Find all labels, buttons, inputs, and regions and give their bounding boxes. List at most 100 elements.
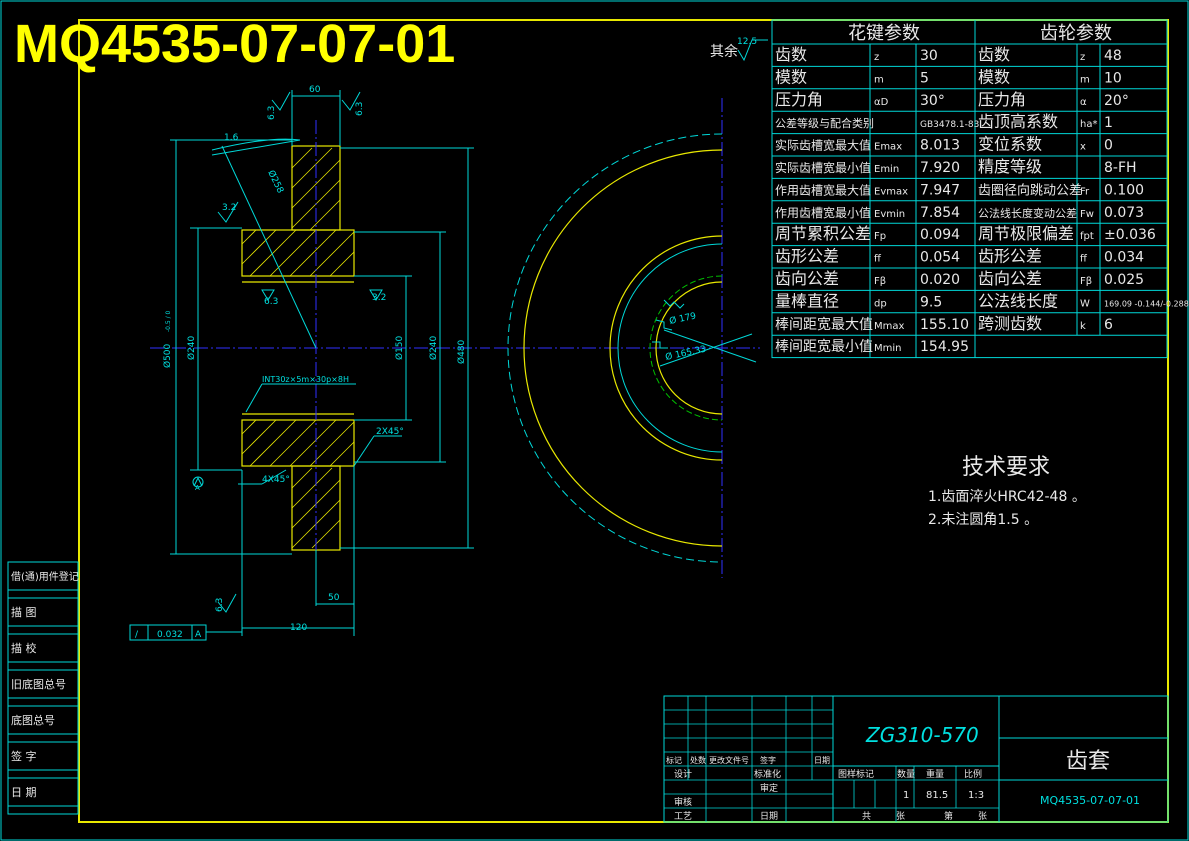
dim-right-dia: Ø480 [456,339,467,364]
tb-count: 1 [903,790,909,801]
spline-row-symbol: Fβ [874,276,886,287]
gear-row-name: 模数 [978,67,1010,86]
spline-row-name: 模数 [775,67,807,86]
rev-header-count: 处数 [690,755,706,765]
dim-bore-dia: Ø150 [394,335,405,360]
gear-row-value: ±0.036 [1104,227,1156,243]
spline-row-symbol: m [874,74,884,85]
gear-row-value: 48 [1104,48,1122,64]
spline-row-value: 0.054 [920,250,960,266]
gear-row-name: 公法线长度 [978,291,1058,310]
tolerance-symbol: / [135,630,139,640]
gear-row-symbol: ff [1080,254,1088,265]
gear-row-symbol: x [1080,142,1086,153]
spline-row-symbol: Mmin [874,343,902,354]
spline-row-symbol: Emax [874,142,902,153]
spline-row-name: 棒间距宽最小值 [775,338,873,355]
gear-row-name: 跨测齿数 [978,314,1042,333]
gear-row-symbol: Fr [1080,186,1090,197]
tolerance-datum: A [195,630,202,640]
gear-row-value: 0.025 [1104,272,1144,288]
spline-row-value: 8.013 [920,138,960,154]
gear-row-symbol: Fw [1080,209,1094,220]
tb-scale-label: 比例 [964,768,982,780]
side-strip-label: 签 字 [11,749,37,763]
dim-width-120: 120 [290,623,307,633]
tb-stage-label: 图样标记 [838,768,874,780]
rev-header-mark: 标记 [666,755,682,765]
gear-row-name: 齿圈径向跳动公差 [978,182,1082,198]
spline-row-symbol: Evmax [874,186,908,197]
gear-row-value: 0.034 [1104,250,1144,266]
spline-row-value: 7.854 [920,205,960,221]
spline-row-name: 实际齿槽宽最大值 [775,138,871,153]
spline-row-value: 5 [920,70,929,86]
gear-row-value: 6 [1104,317,1113,333]
roughness-other-label: 其余 [710,43,738,60]
tb-standard: 标准化 [754,768,781,780]
roughness-left: 3.2 [222,203,236,213]
spline-row-value: 9.5 [920,294,942,310]
spline-note: INT30z×5m×30p×8H [262,375,349,384]
gear-row-name: 变位系数 [978,135,1042,154]
spline-params-title: 花键参数 [848,23,920,44]
side-view-label-2: Ø 165.33 [664,344,707,363]
side-view-label-1: Ø 179 [668,310,697,326]
spline-row-symbol: Evmin [874,209,905,220]
drawing-number-large: MQ4535-07-07-01 [14,14,455,74]
side-strip-label: 日 期 [11,786,37,799]
dim-width-50: 50 [328,593,340,603]
gear-row-value: 0.073 [1104,205,1144,221]
chamfer-right: 2X45° [376,427,404,437]
rev-header-doc: 更改文件号 [709,755,749,765]
tb-weight: 81.5 [926,790,948,801]
gear-row-name: 齿形公差 [978,247,1042,266]
roughness-top-left: 6.3 [267,106,277,120]
spline-row-value: 0.020 [920,272,960,288]
gear-row-value: 1 [1104,115,1113,131]
spline-row-value: 7.947 [920,182,960,198]
tb-sheet-no-label-2: 张 [978,811,987,822]
chamfer-top: 1.6 [224,133,239,143]
tb-design: 设计 [674,768,692,780]
rev-header-date: 日期 [814,756,830,765]
gear-row-symbol: ha* [1080,119,1097,130]
gear-row-name: 齿数 [978,45,1010,64]
spline-row-symbol: ff [874,254,882,265]
spline-row-value: 154.95 [920,339,969,355]
dim-outer-dia: Ø500 [162,343,173,368]
roughness-hub-bottom: 6.3 [264,297,278,307]
spline-row-name: 压力角 [775,90,823,109]
gear-row-name: 齿向公差 [978,269,1042,288]
dim-outer-tol: -0.5 / 0 [165,310,172,332]
gear-row-symbol: m [1080,74,1090,85]
tech-req-title: 技术要求 [962,455,1050,480]
tb-sheet-no-label: 第 [944,810,953,822]
spline-row-symbol: z [874,52,879,63]
tb-material: ZG310-570 [865,723,979,747]
dim-hub-dia: Ø240 [186,335,197,360]
inner-border [78,19,1169,823]
spline-row-name: 齿形公差 [775,247,839,266]
gear-row-symbol: W [1080,298,1090,309]
gear-row-name: 周节极限偏差 [978,224,1074,243]
spline-row-name: 棒间距宽最大值 [775,316,873,333]
tolerance-value: 0.032 [157,630,183,640]
roughness-other-symbol [737,39,768,62]
gear-row-value: 0 [1104,138,1113,154]
tb-date: 日期 [760,811,778,822]
roughness-other-value: 12.5 [737,37,757,47]
roughness-hub-right: 3.2 [372,293,386,303]
gear-row-name: 精度等级 [978,157,1042,176]
spline-row-name: 齿数 [775,45,807,64]
gear-row-value: 0.100 [1104,182,1144,198]
gear-row-value: 169.09 -0.144/-0.288 [1104,299,1189,308]
gear-row-name: 公法线长度变动公差 [978,206,1077,220]
spline-row-name: 实际齿槽宽最小值 [775,160,871,175]
spline-row-value: 0.094 [920,227,960,243]
spline-row-value: 30° [920,93,945,109]
gear-row-symbol: α [1080,97,1087,108]
tb-scale: 1:3 [968,790,984,801]
